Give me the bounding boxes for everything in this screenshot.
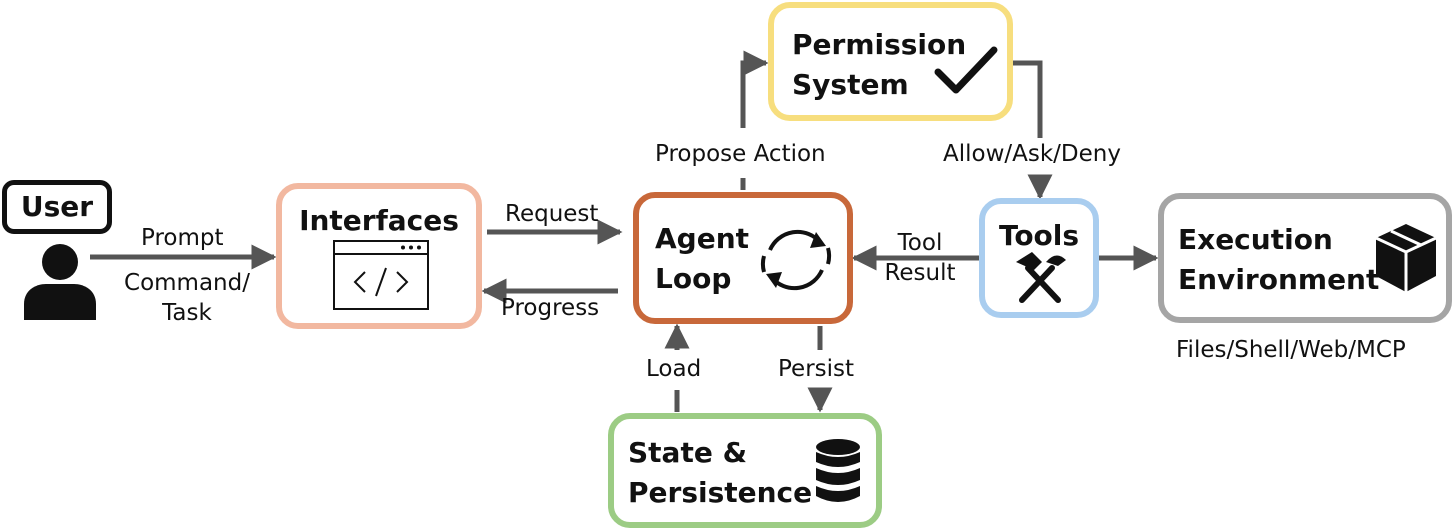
refresh-cycle-icon (760, 229, 832, 291)
edge-label-command: Command/ (124, 270, 250, 296)
execution-line2: Environment (1178, 263, 1380, 296)
person-icon (24, 244, 96, 320)
arrow-allow-ask-deny-upper (1013, 60, 1043, 138)
agent-loop-node[interactable]: Agent Loop (633, 192, 853, 324)
state-line1: State & (628, 436, 747, 469)
interfaces-title: Interfaces (299, 204, 459, 237)
hammer-pickaxe-icon (1016, 252, 1066, 303)
edge-label-tool: Tool (897, 230, 943, 256)
agent-loop-line2: Loop (655, 262, 732, 295)
execution-caption: Files/Shell/Web/MCP (1176, 337, 1406, 363)
user-label: User (20, 190, 94, 223)
edge-label-propose-action: Propose Action (655, 141, 826, 167)
edge-label-result: Result (884, 260, 956, 286)
execution-line1: Execution (1178, 223, 1333, 256)
tools-node[interactable]: Tools (979, 198, 1099, 318)
checkmark-icon (934, 46, 998, 94)
edge-label-load: Load (646, 356, 702, 382)
permission-line1: Permission (792, 28, 967, 61)
code-window-icon (333, 240, 429, 310)
edge-label-task: Task (162, 300, 212, 326)
permission-system-node[interactable]: Permission System (768, 2, 1013, 121)
interfaces-node[interactable]: Interfaces (276, 183, 482, 329)
edge-label-persist: Persist (778, 356, 855, 382)
edge-label-prompt: Prompt (141, 225, 224, 251)
permission-line2: System (792, 68, 909, 101)
database-icon (816, 439, 860, 502)
edge-label-request: Request (505, 201, 599, 227)
agent-loop-line1: Agent (655, 222, 750, 255)
state-persistence-node[interactable]: State & Persistence (608, 413, 882, 528)
tools-title: Tools (998, 219, 1080, 252)
edge-label-allow-ask-deny: Allow/Ask/Deny (943, 141, 1121, 167)
state-line2: Persistence (628, 476, 813, 509)
user-node[interactable]: User (2, 180, 112, 234)
package-box-icon (1375, 224, 1437, 292)
arrow-propose-action-upper (740, 50, 769, 128)
edge-label-progress: Progress (501, 295, 600, 321)
